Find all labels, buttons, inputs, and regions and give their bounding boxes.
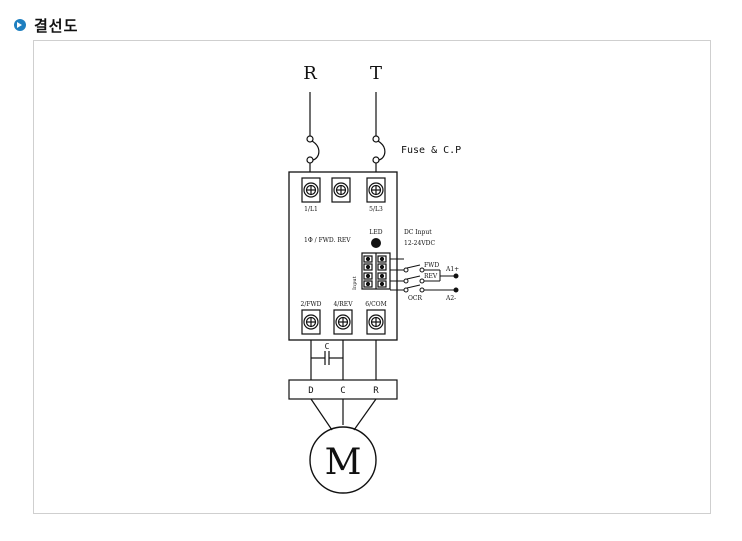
motor-terminal-c: C <box>340 386 345 396</box>
fuse-r <box>306 135 320 164</box>
rev-switch-label: REV <box>424 273 438 280</box>
terminal-top-3 <box>366 177 386 203</box>
supply-label-r: R <box>303 63 317 84</box>
motor-terminal-r: R <box>373 386 379 396</box>
terminal-label-6com: 6/COM <box>365 301 387 308</box>
terminal-label-2fwd: 2/FWD <box>301 301 322 308</box>
capacitor-label: C <box>325 342 330 351</box>
capacitor <box>311 351 343 365</box>
ocr-switch-label: OCR <box>408 295 423 302</box>
switch-wiring <box>390 258 459 293</box>
fuse-t <box>372 135 386 164</box>
dc-voltage-label: 12-24VDC <box>404 240 435 247</box>
terminal-label-1l1: 1/L1 <box>304 206 318 213</box>
a1-label: A1+ <box>445 266 459 273</box>
led-label: LED <box>369 229 382 236</box>
fuse-label: Fuse & C.P <box>401 145 461 156</box>
section-header: 결선도 <box>14 14 78 36</box>
terminal-top-1 <box>301 177 321 203</box>
switch-fwd <box>406 264 421 269</box>
terminal-bottom-fwd <box>301 309 321 335</box>
terminal-bottom-rev <box>333 309 353 335</box>
fwd-switch-label: FWD <box>424 262 439 269</box>
terminal-label-5l3: 5/L3 <box>369 206 383 213</box>
terminal-bottom-com <box>366 309 386 335</box>
dc-input-label: DC Input <box>404 229 432 236</box>
motor-symbol <box>309 426 377 494</box>
supply-label-t: T <box>370 63 382 84</box>
bullet-arrow-icon <box>14 19 26 31</box>
switch-rev <box>406 275 421 280</box>
motor-terminal-d: D <box>308 386 313 396</box>
section-title: 결선도 <box>34 16 79 35</box>
motor-label: M <box>325 442 362 483</box>
input-label: Input <box>352 276 358 290</box>
terminal-label-4rev: 4/REV <box>333 301 353 308</box>
switch-ocr <box>406 284 421 289</box>
terminal-top-2 <box>331 177 351 203</box>
phase-mode-label: 1Φ / FWD. REV <box>304 237 351 244</box>
led-indicator <box>371 238 381 248</box>
a2-label: A2- <box>445 295 456 302</box>
